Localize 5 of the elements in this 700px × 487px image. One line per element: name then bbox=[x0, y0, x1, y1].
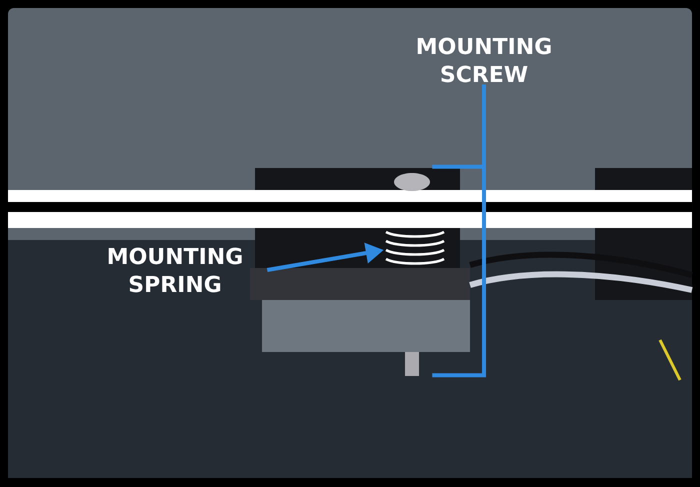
bracket-leader bbox=[430, 82, 486, 378]
screw bbox=[394, 173, 430, 376]
callout-label: MOUNTING SCREW bbox=[418, 38, 551, 82]
spring bbox=[386, 230, 445, 265]
callout-label: MOUNTING SPRING bbox=[108, 248, 242, 292]
